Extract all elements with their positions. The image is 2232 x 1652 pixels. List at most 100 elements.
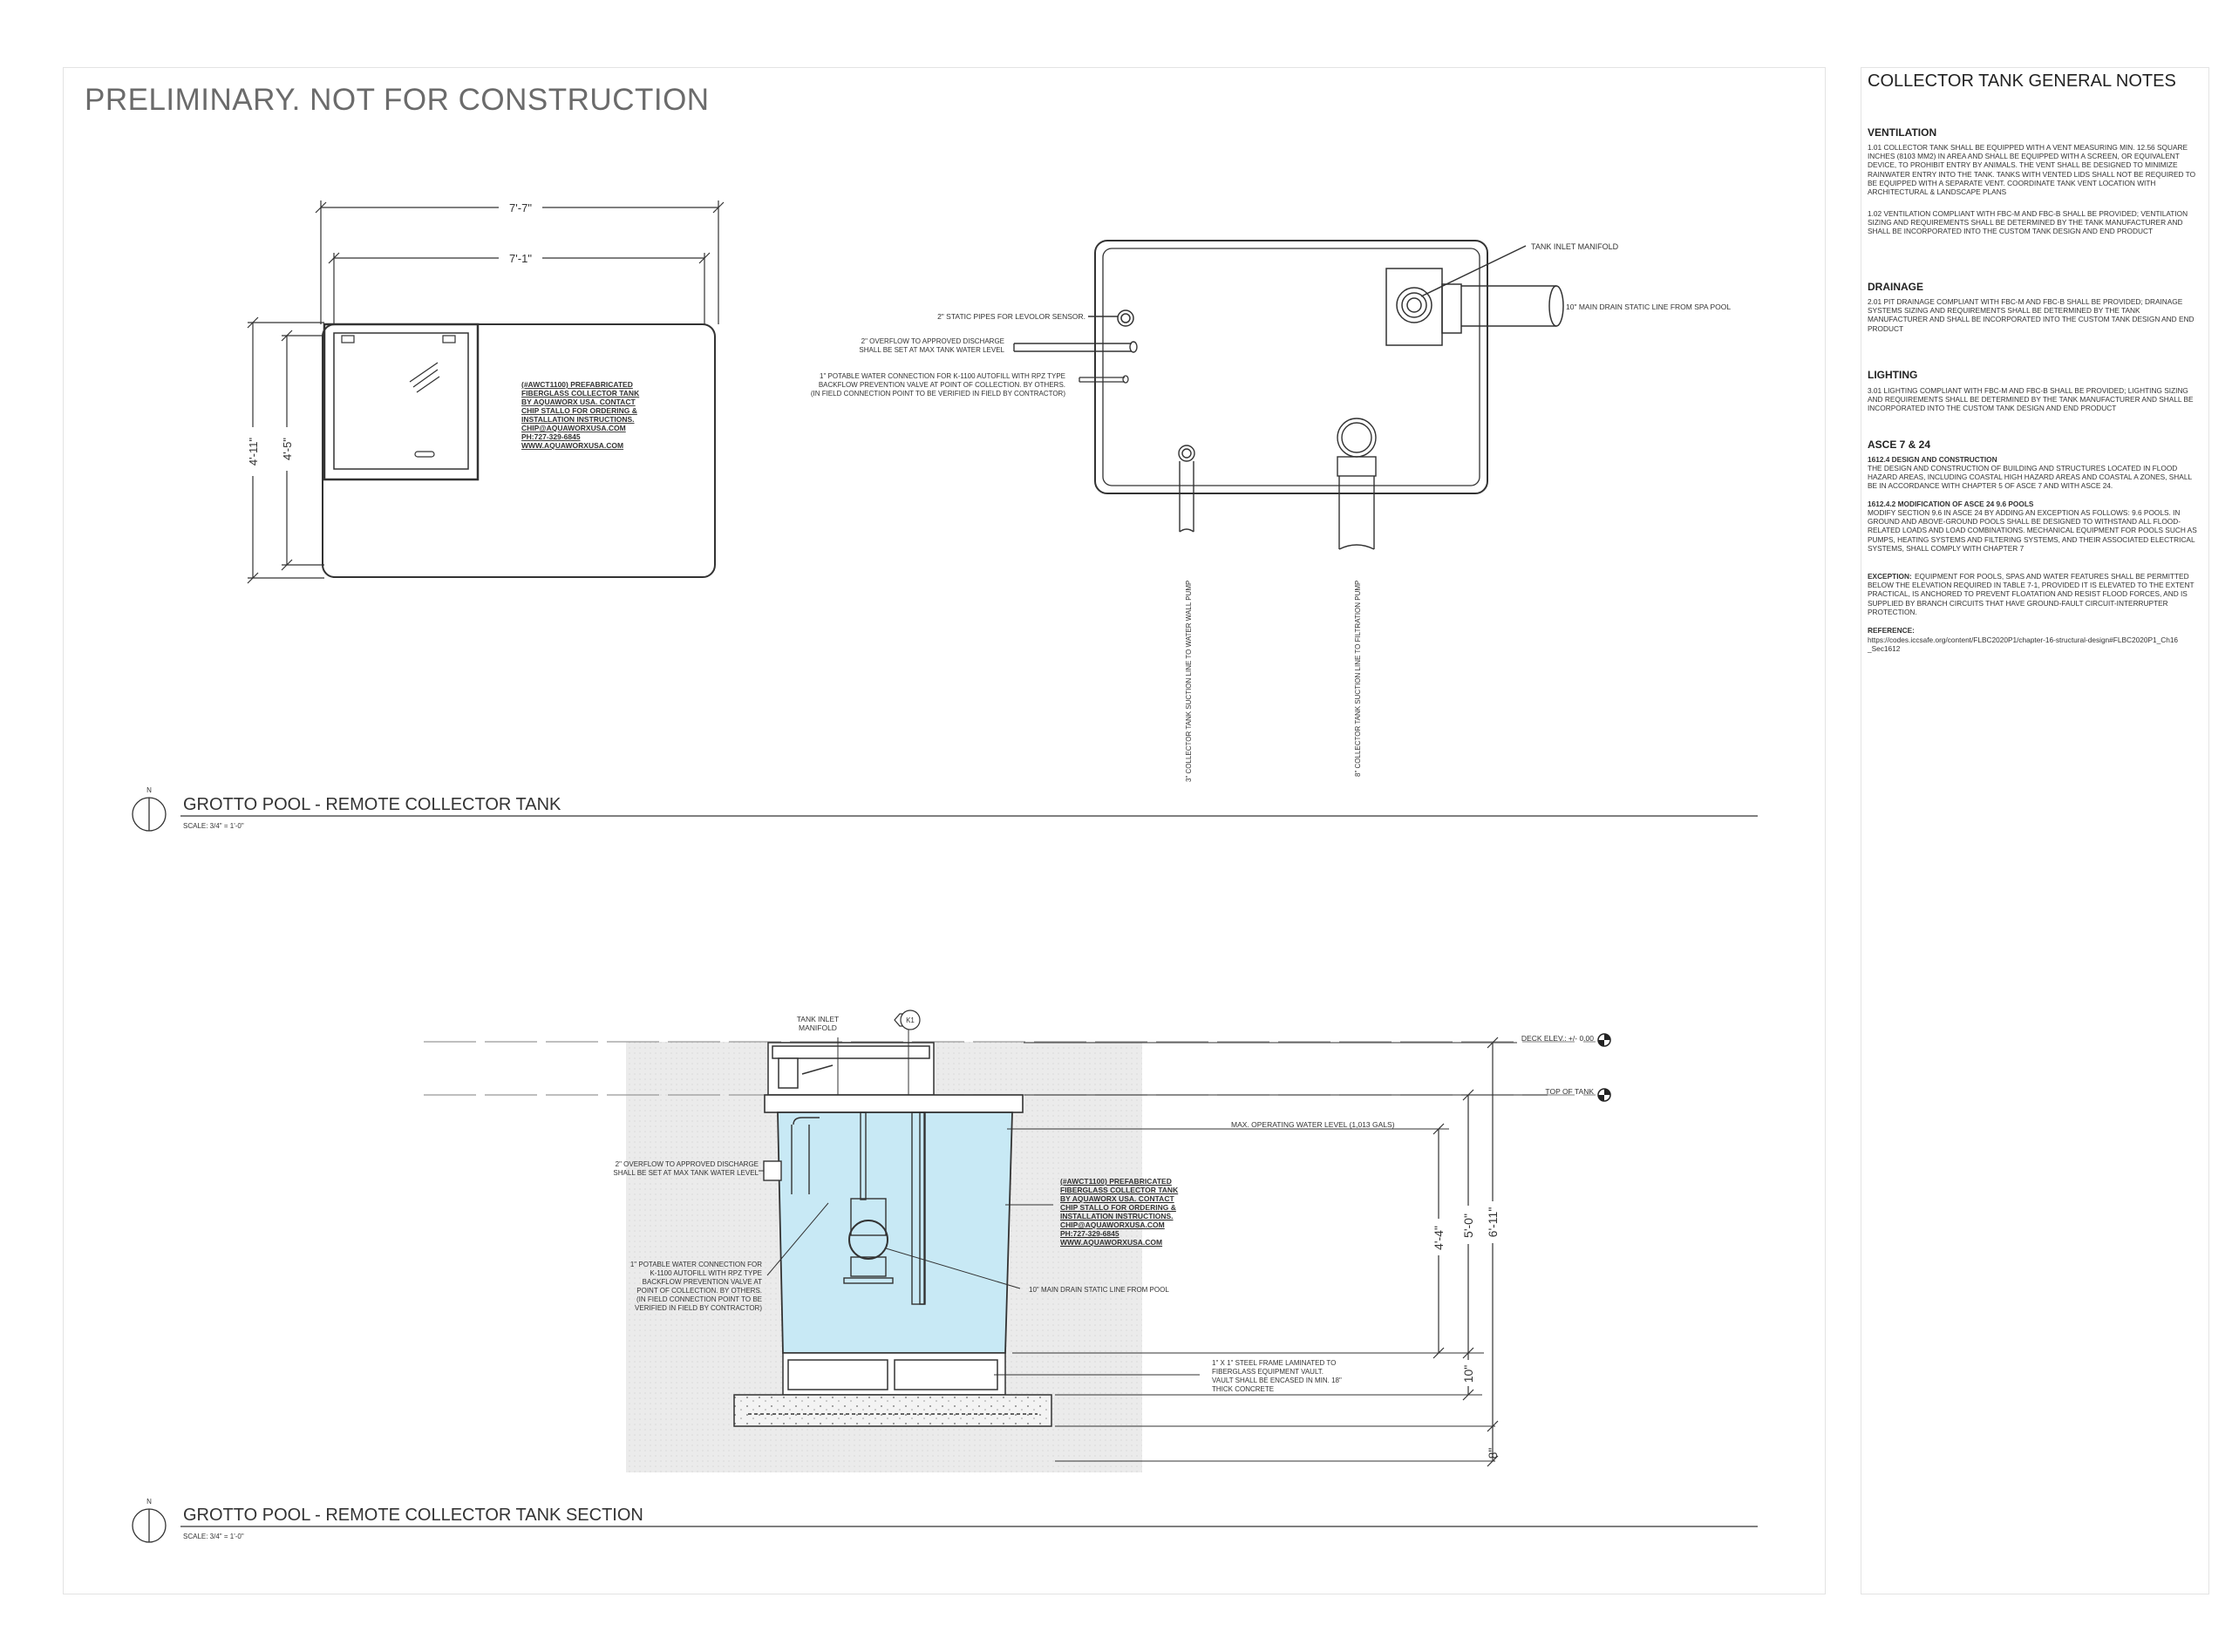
- inlet-manifold: [1385, 245, 1564, 346]
- plan-note-line: BY AQUAWORX USA. CONTACT: [521, 398, 636, 406]
- plan-label-main-drain: 10" MAIN DRAIN STATIC LINE FROM SPA POOL: [1566, 303, 1731, 311]
- notes-ventilation-2: 1.02 VENTILATION COMPLIANT WITH FBC-M AN…: [1868, 209, 2188, 236]
- section-tank-internals: [791, 1112, 926, 1305]
- plan-title: GROTTO POOL - REMOTE COLLECTOR TANK: [183, 795, 561, 814]
- notes-reference: https://codes.iccsafe.org/content/FLBC20…: [1868, 636, 2179, 654]
- section-steel-frame-label: 1" X 1" STEEL FRAME LAMINATED TO FIBERGL…: [1212, 1359, 1342, 1393]
- elevation-marker-deck: [1597, 1033, 1611, 1047]
- plan-tank-outline: [322, 323, 716, 578]
- plan-label-potable-1: 1" POTABLE WATER CONNECTION FOR K-1100 A…: [820, 372, 1065, 380]
- plan-label-overflow-1: 2" OVERFLOW TO APPROVED DISCHARGE: [861, 337, 1004, 345]
- notes-ventilation-1: 1.01 COLLECTOR TANK SHALL BE EQUIPPED WI…: [1868, 143, 2196, 197]
- section-main-drain-label: 10" MAIN DRAIN STATIC LINE FROM POOL: [1029, 1286, 1169, 1294]
- plan-label-potable-3: (IN FIELD CONNECTION POINT TO BE VERIFIE…: [811, 390, 1066, 398]
- section-dim-water: 4'-4": [1432, 1226, 1446, 1250]
- section-north-symbol: [132, 1508, 167, 1543]
- notes-title: COLLECTOR TANK GENERAL NOTES: [1868, 71, 2176, 91]
- section-slab: [733, 1394, 1052, 1427]
- plan-dim-inner-height: 4'-5": [281, 438, 294, 460]
- plan-scale: SCALE: 3/4" = 1'-0": [183, 822, 244, 830]
- steel-frame-line: VAULT SHALL BE ENCASED IN MIN. 18": [1212, 1377, 1342, 1384]
- potable-pipe: [1079, 375, 1129, 384]
- section-product-note: (#AWCT1100) PREFABRICATED FIBERGLASS COL…: [1060, 1177, 1179, 1247]
- notes-asce-2-heading: 1612.4.2 MODIFICATION OF ASCE 24 9.6 POO…: [1868, 500, 2034, 508]
- potable-line: VERIFIED IN FIELD BY CONTRACTOR): [635, 1304, 762, 1312]
- notes-drainage-heading: DRAINAGE: [1868, 281, 1924, 293]
- section-tank-body-water: [777, 1112, 1013, 1354]
- plan-label-suction-3in: 3" COLLECTOR TANK SUCTION LINE TO WATER …: [1185, 581, 1193, 782]
- north-symbol: [132, 797, 167, 832]
- plan-label-suction-8in: 8" COLLECTOR TANK SUCTION LINE TO FILTRA…: [1354, 581, 1362, 777]
- plan-note-line: FIBERGLASS COLLECTOR TANK: [521, 389, 640, 398]
- section-overflow-label-2: SHALL BE SET AT MAX TANK WATER LEVEL: [613, 1169, 759, 1177]
- plan-label-inlet-manifold: TANK INLET MANIFOLD: [1531, 242, 1619, 251]
- sensor-pipe: [1088, 309, 1134, 327]
- suction-pipe-8in: [1337, 418, 1377, 550]
- potable-line: BACKFLOW PREVENTION VALVE AT: [643, 1278, 762, 1286]
- plan-note-line: (#AWCT1100) PREFABRICATED: [521, 380, 633, 389]
- notes-ventilation-heading: VENTILATION: [1868, 126, 1937, 139]
- section-note-line: INSTALLATION INSTRUCTIONS.: [1060, 1212, 1174, 1220]
- potable-line: (IN FIELD CONNECTION POINT TO BE: [636, 1295, 762, 1303]
- section-vault: [782, 1352, 1006, 1396]
- notes-asce-1-heading: 1612.4 DESIGN AND CONSTRUCTION: [1868, 455, 1997, 464]
- notes-lighting-heading: LIGHTING: [1868, 369, 1918, 381]
- potable-line: K-1100 AUTOFILL WITH RPZ TYPE: [650, 1269, 762, 1277]
- notes-reference-heading: REFERENCE:: [1868, 626, 1915, 635]
- notes-asce-2: MODIFY SECTION 9.6 IN ASCE 24 BY ADDING …: [1868, 508, 2197, 553]
- plan-label-potable-2: BACKFLOW PREVENTION VALVE AT POINT OF CO…: [819, 381, 1065, 389]
- overflow-pipe: [1013, 341, 1138, 353]
- section-note-line: (#AWCT1100) PREFABRICATED: [1060, 1177, 1172, 1186]
- section-dim-tank: 5'-0": [1461, 1214, 1475, 1238]
- section-lid: [767, 1042, 935, 1096]
- plan-note-line: WWW.AQUAWORXUSA.COM: [521, 441, 623, 450]
- plan-note-line: PH:727-329-6845: [521, 432, 581, 441]
- elevation-marker-top-of-tank: [1597, 1088, 1611, 1102]
- plan-lid: [323, 323, 480, 481]
- preliminary-banner: PRELIMINARY. NOT FOR CONSTRUCTION: [85, 83, 710, 117]
- steel-frame-line: FIBERGLASS EQUIPMENT VAULT.: [1212, 1368, 1324, 1376]
- notes-exception: EQUIPMENT FOR POOLS, SPAS AND WATER FEAT…: [1868, 572, 2195, 616]
- notes-exception-heading: EXCEPTION:: [1868, 572, 1912, 581]
- section-note-line: FIBERGLASS COLLECTOR TANK: [1060, 1186, 1179, 1194]
- piping-tank-outline: [1094, 240, 1488, 494]
- section-note-line: PH:727-329-6845: [1060, 1229, 1119, 1238]
- section-dim-base: 10": [1461, 1365, 1475, 1383]
- section-dim-slab: 8": [1486, 1448, 1500, 1459]
- north-label: N: [146, 786, 152, 794]
- plan-label-overflow-2: SHALL BE SET AT MAX TANK WATER LEVEL: [859, 346, 1004, 354]
- notes-drainage-1: 2.01 PIT DRAINAGE COMPLIANT WITH FBC-M A…: [1868, 297, 2195, 333]
- notes-asce-heading: ASCE 7 & 24: [1868, 438, 1931, 451]
- potable-line: POINT OF COLLECTION. BY OTHERS.: [636, 1287, 762, 1295]
- section-inlet-label-2: MANIFOLD: [799, 1023, 837, 1032]
- section-dim-total: 6'-11": [1486, 1207, 1500, 1238]
- k1-tag-label: K1: [906, 1016, 915, 1024]
- plan-note-line: INSTALLATION INSTRUCTIONS.: [521, 415, 635, 424]
- section-note-line: CHIP@AQUAWORXUSA.COM: [1060, 1220, 1165, 1229]
- plan-product-note: (#AWCT1100) PREFABRICATED FIBERGLASS COL…: [521, 380, 640, 450]
- suction-pipe-3in: [1178, 445, 1195, 533]
- section-leaders: [759, 1025, 1548, 1462]
- section-overflow-label-1: 2" OVERFLOW TO APPROVED DISCHARGE: [616, 1160, 759, 1168]
- section-scale: SCALE: 3/4" = 1'-0": [183, 1533, 244, 1540]
- section-tank-top: [764, 1094, 1024, 1113]
- max-water-label: MAX. OPERATING WATER LEVEL (1,013 GALS): [1231, 1120, 1395, 1129]
- top-of-tank-label: TOP OF TANK: [1545, 1087, 1594, 1096]
- section-north-label: N: [146, 1498, 152, 1506]
- notes-panel: [1861, 67, 2209, 1594]
- section-note-line: CHIP STALLO FOR ORDERING &: [1060, 1203, 1176, 1212]
- k1-tag: [894, 1010, 921, 1030]
- potable-line: 1" POTABLE WATER CONNECTION FOR: [630, 1261, 762, 1268]
- plan-dim-overall-height: 4'-11": [247, 438, 260, 466]
- steel-frame-line: 1" X 1" STEEL FRAME LAMINATED TO: [1212, 1359, 1336, 1367]
- section-overflow-box: [763, 1160, 782, 1181]
- section-note-line: WWW.AQUAWORXUSA.COM: [1060, 1238, 1162, 1247]
- plan-note-line: CHIP@AQUAWORXUSA.COM: [521, 424, 626, 432]
- deck-elev-label: DECK ELEV.: +/- 0.00: [1521, 1034, 1594, 1043]
- plan-label-static-pipes: 2" STATIC PIPES FOR LEVOLOR SENSOR.: [937, 312, 1085, 321]
- plan-dim-overall-width: 7'-7": [509, 201, 532, 214]
- section-potable-label: 1" POTABLE WATER CONNECTION FOR K-1100 A…: [630, 1261, 762, 1312]
- section-title: GROTTO POOL - REMOTE COLLECTOR TANK SECT…: [183, 1506, 643, 1525]
- plan-dim-inner-width: 7'-1": [509, 252, 532, 265]
